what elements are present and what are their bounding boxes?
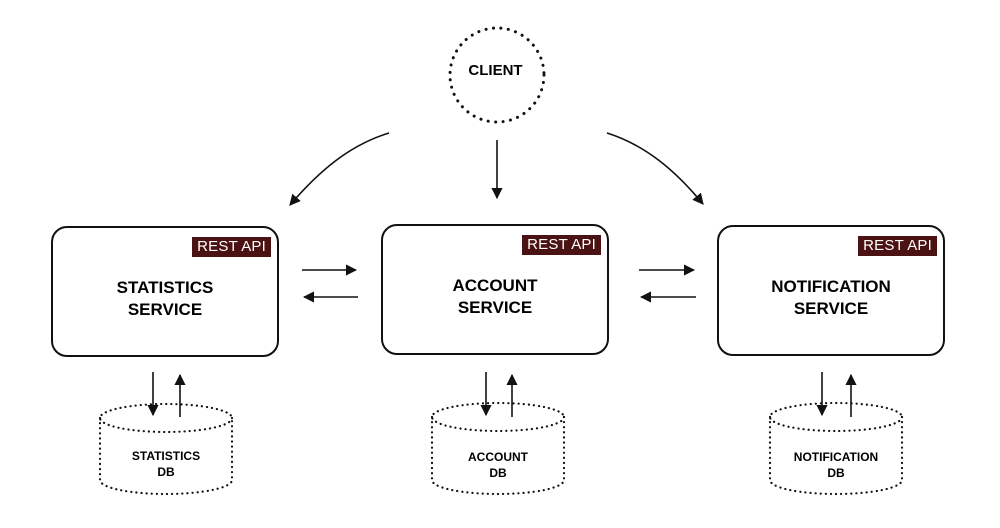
service-label-line2: SERVICE [127,300,203,319]
service-label-line1: ACCOUNT [452,276,538,295]
client-node [448,26,546,124]
db-label-line2: DB [157,465,175,479]
db-label-line2: DB [827,466,845,480]
service-label-line1: STATISTICS [116,278,214,297]
db-label-line1: NOTIFICATION [793,450,879,464]
notification-db-node [768,401,904,496]
arrow-client-to-notification [606,132,704,205]
account-service-label: ACCOUNT SERVICE [383,275,607,319]
db-label-line1: STATISTICS [131,449,201,463]
service-label-line2: SERVICE [793,299,869,318]
statistics-db-label: STATISTICS DB [96,448,236,480]
rest-api-badge: REST API [192,237,271,257]
arrow-client-to-statistics [289,132,390,206]
rest-api-badge: REST API [858,236,937,256]
statistics-db-node [98,402,234,496]
account-db-label: ACCOUNT DB [428,449,568,481]
rest-api-badge: REST API [522,235,601,255]
notification-service-box[interactable]: REST API NOTIFICATION SERVICE [717,225,945,356]
service-label-line1: NOTIFICATION [771,277,891,296]
account-service-box[interactable]: REST API ACCOUNT SERVICE [381,224,609,355]
statistics-service-label: STATISTICS SERVICE [53,277,277,321]
notification-service-label: NOTIFICATION SERVICE [719,276,943,320]
db-label-line1: ACCOUNT [468,450,528,464]
notification-db-label: NOTIFICATION DB [766,449,906,481]
db-label-line2: DB [489,466,507,480]
service-label-line2: SERVICE [457,298,533,317]
client-label: CLIENT [468,62,523,79]
account-db-node [430,401,566,496]
statistics-service-box[interactable]: REST API STATISTICS SERVICE [51,226,279,357]
